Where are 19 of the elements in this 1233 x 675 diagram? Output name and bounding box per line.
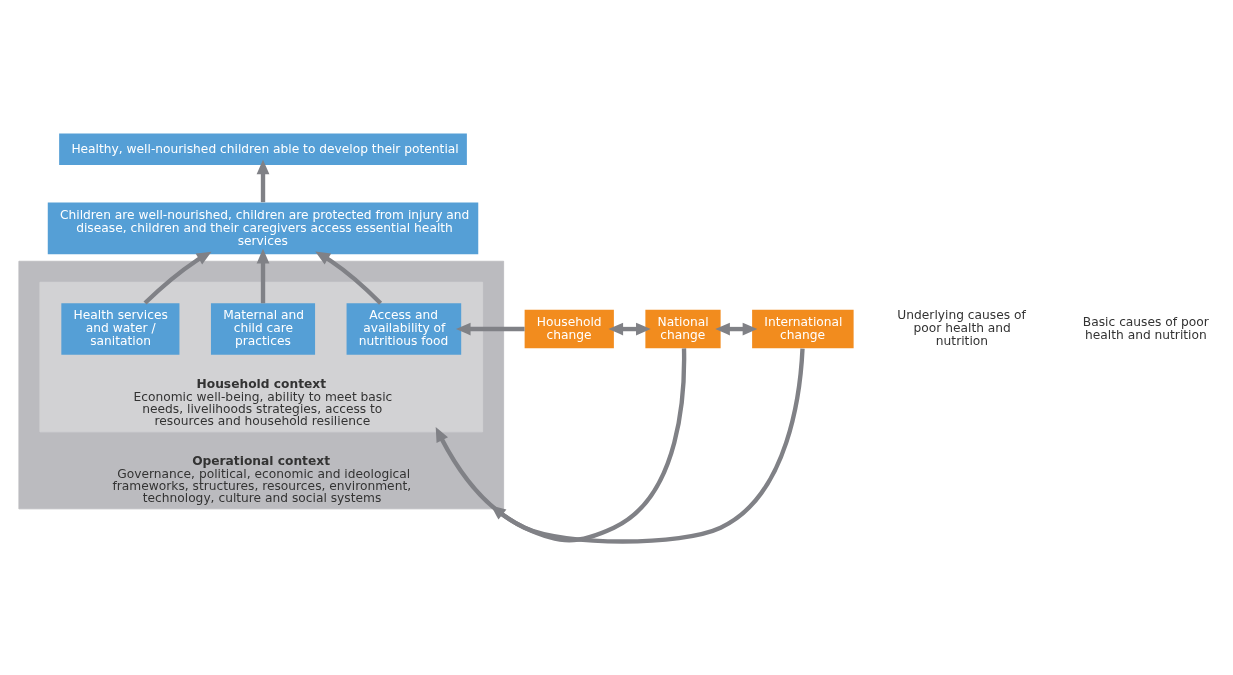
node-box: Healthy, well-nourished children able to develop their potential — [59, 133, 467, 165]
arrow — [143, 251, 212, 305]
node-box: International change — [752, 309, 854, 349]
arrow — [256, 248, 270, 304]
node-box: National change — [645, 309, 721, 349]
arrow — [315, 251, 383, 305]
arrow — [256, 159, 270, 203]
node-box: Health services and water / sanitation — [61, 303, 180, 355]
node-box: Household change — [524, 309, 614, 349]
arrow — [715, 322, 758, 336]
node-box: Children are well-nourished, children are protected from injury and disease, children and their caregivers access essential health services — [47, 202, 479, 255]
arrow — [435, 348, 687, 543]
arrow — [490, 348, 805, 544]
node-box: Maternal and child care practices — [210, 303, 316, 355]
label: Basic causes of poor health and nutrition — [1082, 314, 1209, 342]
arrow — [608, 322, 651, 336]
arrow — [455, 322, 525, 336]
node-box: Access and availability of nutritious food — [346, 303, 462, 355]
label: Underlying causes of poor health and nutrition — [897, 308, 1026, 349]
